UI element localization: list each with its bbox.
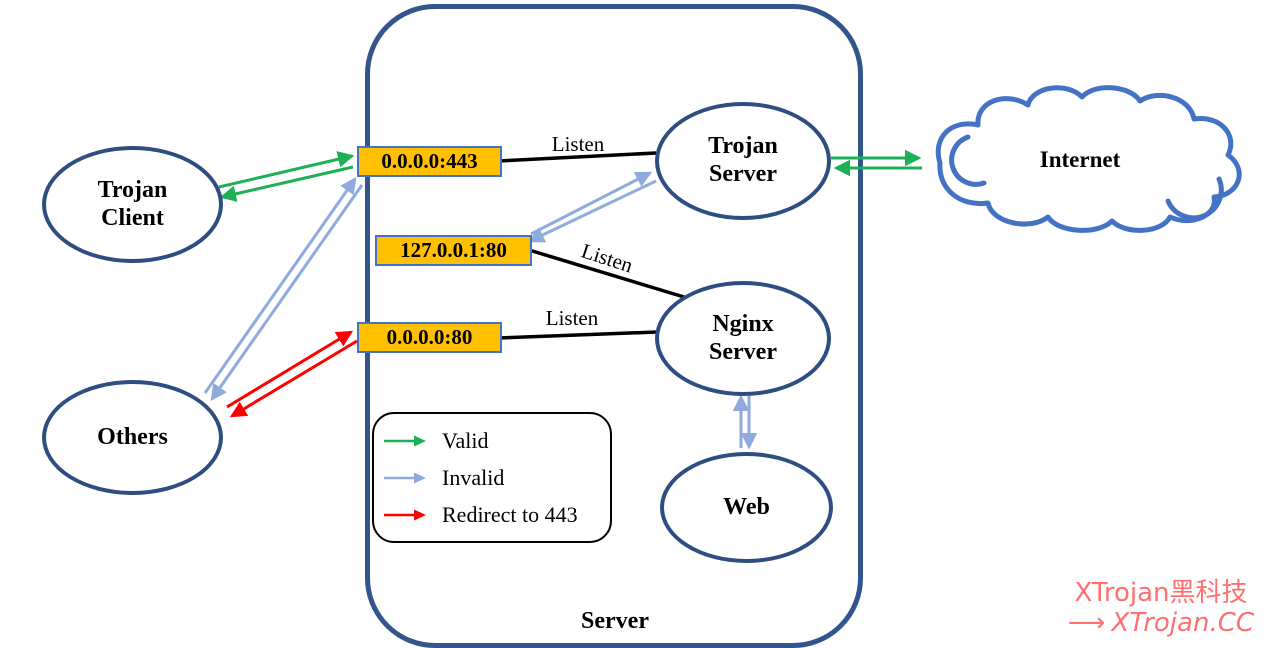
legend-invalid-label: Invalid — [442, 464, 505, 490]
cloud-notch-left — [949, 134, 987, 187]
legend-box: Valid Invalid Redirect to 443 — [372, 412, 612, 543]
node-trojan-server: Trojan Server — [655, 102, 831, 220]
server-boundary-label: Server — [581, 608, 649, 634]
watermark-line2: ⟶ XTrojan.CC — [1056, 608, 1266, 639]
legend-item-redirect: Redirect to 443 — [382, 502, 610, 528]
node-nginx-server-label: Nginx Server — [709, 310, 777, 365]
valid-arrow-client-to-443 — [218, 151, 355, 189]
watermark-site-text: XTrojan.CC — [1111, 607, 1255, 638]
port-box-0000-80: 0.0.0.0:80 — [357, 322, 502, 353]
valid-arrow-443-to-client — [219, 165, 354, 202]
port-box-0000-80-label: 0.0.0.0:80 — [386, 325, 473, 349]
port-box-127001-80: 127.0.0.1:80 — [375, 235, 532, 266]
cloud-notch-right — [1165, 176, 1224, 221]
node-web: Web — [660, 452, 833, 563]
redirect-arrow-80-to-others — [229, 339, 358, 418]
redirect-arrows — [226, 330, 358, 418]
port-box-0000-443-label: 0.0.0.0:443 — [381, 149, 478, 173]
watermark: XTrojan黑科技 ⟶ XTrojan.CC — [1056, 579, 1266, 639]
node-others-label: Others — [97, 423, 168, 450]
invalid-arrow-others-to-443 — [203, 176, 357, 394]
port-box-127001-80-label: 127.0.0.1:80 — [400, 238, 507, 262]
watermark-line1: XTrojan黑科技 — [1074, 578, 1248, 608]
listen-label-80: Listen — [545, 306, 599, 330]
node-trojan-client-label: Trojan Client — [97, 176, 168, 231]
listen-label-443: Listen — [551, 132, 605, 156]
node-nginx-server: Nginx Server — [655, 281, 831, 396]
node-others: Others — [42, 380, 223, 495]
port-box-0000-443: 0.0.0.0:443 — [357, 146, 502, 177]
invalid-arrow-443-to-others — [210, 184, 364, 402]
node-trojan-server-label: Trojan Server — [708, 133, 778, 187]
valid-arrow-icon — [384, 435, 426, 446]
redirect-arrow-icon — [384, 509, 426, 520]
redirect-arrow-others-to-80 — [226, 330, 354, 409]
invalid-arrow-icon — [384, 472, 426, 483]
watermark-arrow-icon: ⟶ — [1067, 607, 1105, 638]
legend-redirect-label: Redirect to 443 — [442, 501, 578, 527]
legend-valid-label: Valid — [442, 427, 489, 453]
legend-item-valid: Valid — [382, 428, 610, 454]
legend-item-invalid: Invalid — [382, 465, 610, 491]
node-web-label: Web — [723, 493, 770, 520]
node-trojan-client: Trojan Client — [42, 146, 223, 263]
node-internet-label: Internet — [1039, 147, 1121, 172]
